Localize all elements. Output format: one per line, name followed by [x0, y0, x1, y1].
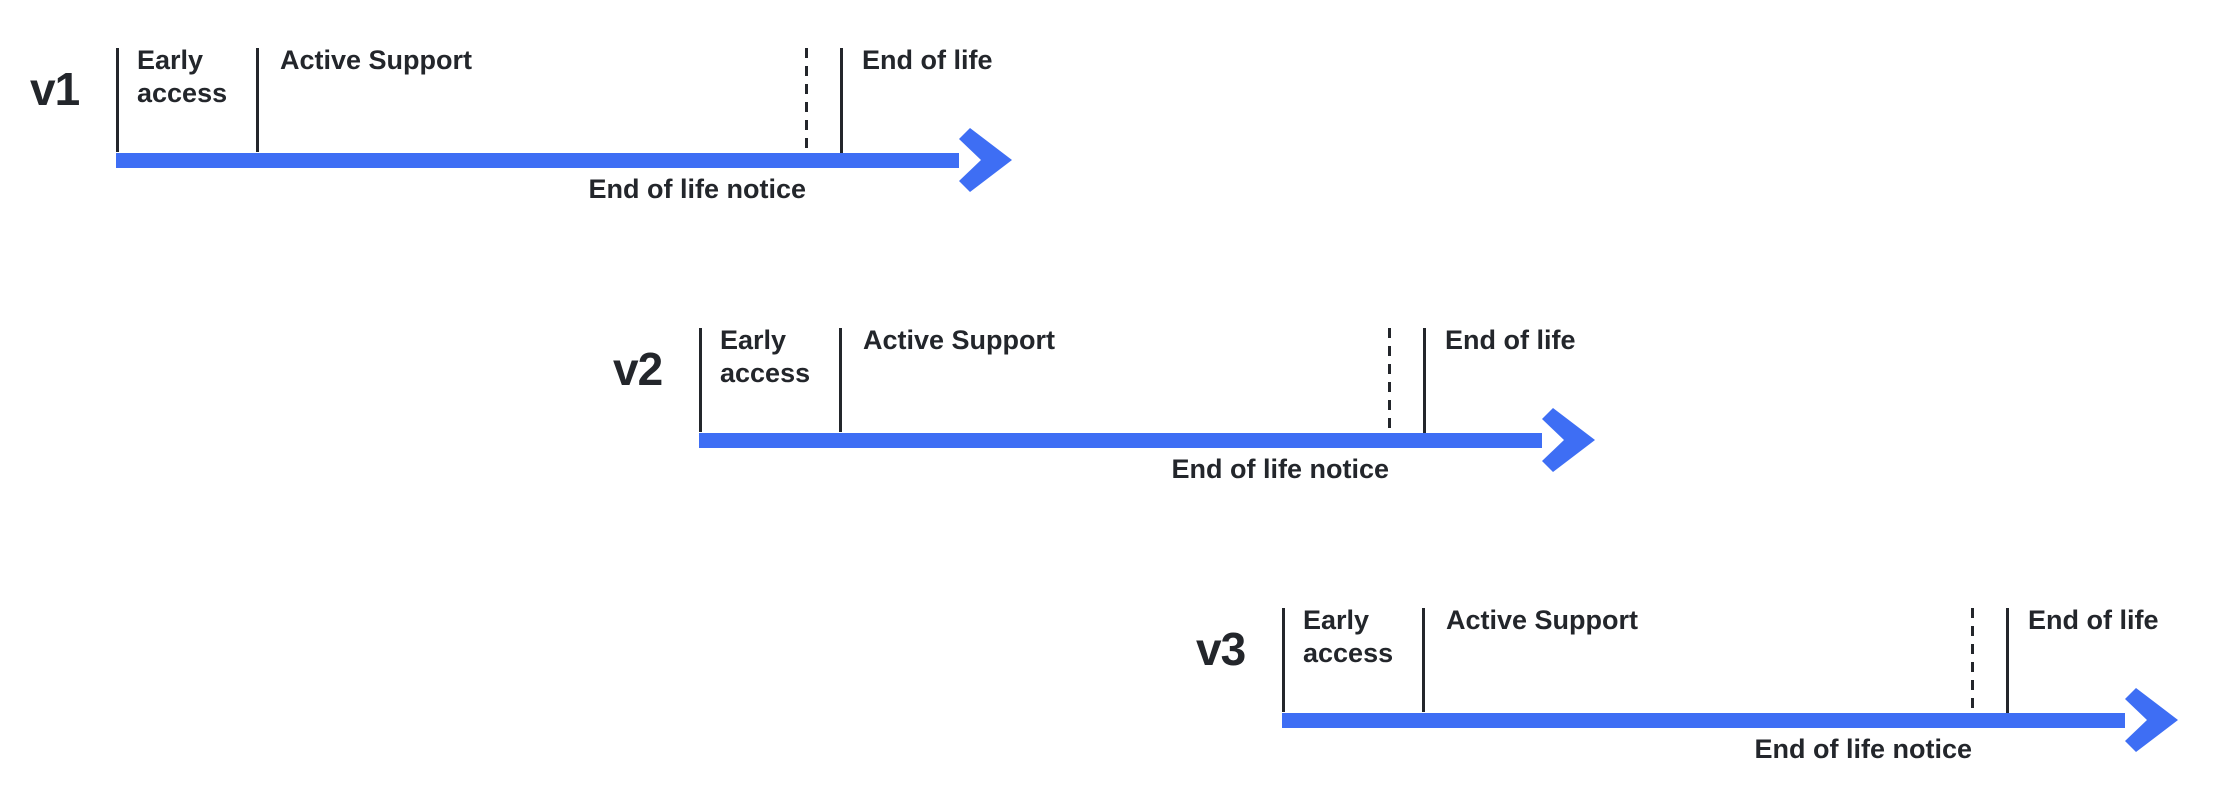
end-of-life-notice-label: End of life notice	[1754, 734, 1972, 764]
active-support-start-tick	[1422, 608, 1425, 712]
early-access-label: Early access	[720, 325, 811, 388]
timeline-arrow-line	[699, 433, 1542, 448]
timeline-arrow-line	[116, 153, 959, 168]
early-access-label: Early access	[137, 45, 228, 108]
end-of-life-notice-label: End of life notice	[1171, 454, 1389, 484]
version-label: v3	[1196, 623, 1246, 675]
version-label: v1	[30, 63, 80, 115]
arrow-head-icon	[2125, 688, 2178, 752]
end-of-life-label: End of life	[1445, 325, 1576, 355]
end-of-life-label: End of life	[862, 45, 993, 75]
arrow-head-icon	[1542, 408, 1595, 472]
end-of-life-label: End of life	[2028, 605, 2159, 635]
end-of-life-tick	[2006, 608, 2009, 713]
timeline-v2: v2 Early access Active Support End of li…	[583, 280, 1645, 512]
early-access-label: Early access	[1303, 605, 1394, 668]
end-of-life-notice-dashed-tick	[1971, 608, 1974, 708]
active-support-label: Active Support	[280, 45, 473, 75]
active-support-start-tick	[839, 328, 842, 432]
active-support-label: Active Support	[863, 325, 1056, 355]
early-access-start-tick	[116, 48, 119, 152]
version-label: v2	[613, 343, 663, 395]
timeline-v1: v1 Early access Active Support End of li…	[0, 0, 1062, 232]
arrow-head-icon	[959, 128, 1012, 192]
end-of-life-tick	[1423, 328, 1426, 433]
end-of-life-notice-dashed-tick	[805, 48, 808, 148]
end-of-life-tick	[840, 48, 843, 153]
early-access-start-tick	[1282, 608, 1285, 712]
timeline-arrow-line	[1282, 713, 2125, 728]
end-of-life-notice-label: End of life notice	[588, 174, 806, 204]
active-support-start-tick	[256, 48, 259, 152]
early-access-start-tick	[699, 328, 702, 432]
active-support-label: Active Support	[1446, 605, 1639, 635]
end-of-life-notice-dashed-tick	[1388, 328, 1391, 428]
timeline-v3: v3 Early access Active Support End of li…	[1166, 560, 2228, 792]
